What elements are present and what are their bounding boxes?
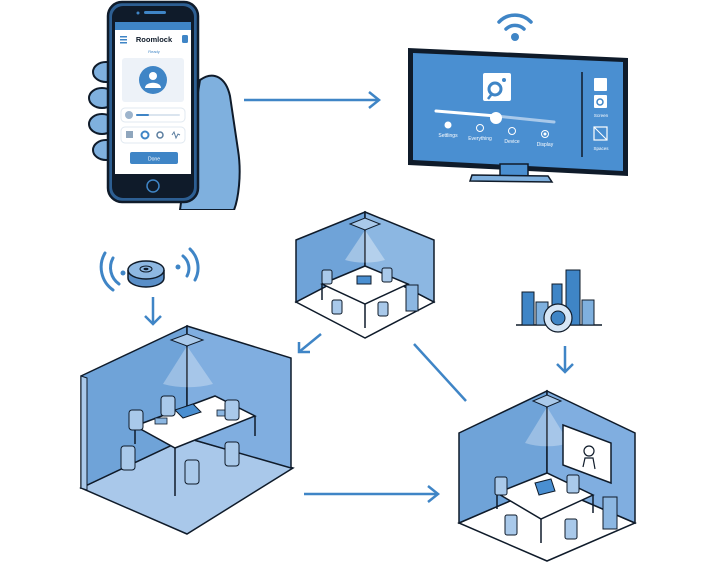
arrow-right-2 [304, 485, 441, 503]
done-button[interactable] [130, 152, 178, 164]
chair [377, 301, 389, 317]
done-button-label: Done [148, 157, 160, 163]
chair [120, 445, 136, 471]
chair [224, 399, 240, 421]
tv-option-3[interactable]: Display [537, 130, 554, 149]
svg-text:Settlings: Settlings [438, 133, 458, 139]
edit-icon[interactable] [594, 78, 607, 91]
laptop-icon [174, 403, 202, 419]
air-purifier-icon [602, 496, 618, 530]
calendar-icon[interactable] [182, 35, 188, 43]
svg-text:Everything: Everything [468, 136, 492, 142]
tv-stand-base [468, 174, 554, 183]
tv-option-0[interactable]: Settlings [438, 121, 458, 140]
app-logo-icon [483, 73, 511, 101]
menu-icon[interactable] [120, 36, 127, 44]
laptop-icon [356, 275, 372, 285]
chair [504, 514, 518, 536]
chair [160, 395, 176, 417]
ceiling-light-icon [348, 217, 382, 231]
slider-knob[interactable] [125, 111, 133, 119]
tv-display: Settlings Everything Device Display Scre… [408, 48, 628, 183]
wifi-icon [497, 13, 533, 41]
square-icon[interactable] [126, 131, 133, 138]
tv-slider-knob[interactable] [490, 112, 502, 124]
status-bar [115, 22, 191, 30]
ceiling-light-icon [531, 394, 563, 408]
tv-slider-track[interactable] [434, 109, 498, 118]
sensor-puck-icon [127, 260, 165, 288]
camera-icon[interactable] [594, 95, 607, 108]
app-title: Roomlock [136, 35, 173, 44]
arrow-down-1 [144, 297, 162, 326]
signal-right-icon [175, 247, 200, 282]
video-screen [562, 423, 612, 485]
tv-screen [413, 53, 623, 171]
spaces-icon[interactable] [593, 126, 608, 141]
phone-illustration: Roomlock Ready Done [88, 0, 241, 210]
tv-option-1[interactable]: Everything [468, 124, 492, 143]
ceiling-sensor-illustration [99, 247, 200, 326]
chair [224, 441, 240, 467]
analytics-chart-icon [516, 269, 602, 374]
svg-text:Device: Device [504, 139, 520, 145]
home-button[interactable] [146, 179, 160, 193]
tv-stand-neck [499, 163, 529, 177]
app-subtitle: Ready [148, 49, 160, 54]
chair [331, 299, 343, 315]
svg-text:Display: Display [537, 142, 554, 148]
signal-left-icon [99, 251, 126, 292]
person-icon [583, 445, 595, 457]
small-meeting-room [294, 210, 436, 339]
arrow-down-left [297, 333, 322, 354]
video-meeting-room [457, 389, 637, 562]
mic-icon[interactable] [156, 131, 164, 139]
ring-icon[interactable] [140, 130, 150, 140]
svg-text:Screen: Screen [594, 113, 609, 118]
arrow-right-1 [244, 91, 382, 109]
laptop-icon [534, 478, 556, 496]
chair [184, 459, 200, 485]
chair [381, 267, 393, 283]
tv-option-2[interactable]: Device [504, 127, 520, 146]
chair [566, 474, 580, 494]
arrow-down-2 [556, 346, 574, 374]
ceiling-light-icon [169, 333, 205, 347]
user-icon [145, 72, 161, 88]
connector-line [413, 343, 467, 402]
chair [128, 409, 144, 431]
wave-icon[interactable] [171, 130, 181, 140]
chair [494, 476, 508, 496]
air-purifier-icon [405, 284, 419, 312]
svg-text:Spaces: Spaces [593, 146, 609, 151]
chair [321, 269, 333, 285]
large-meeting-room [79, 324, 295, 535]
chair [564, 518, 578, 540]
